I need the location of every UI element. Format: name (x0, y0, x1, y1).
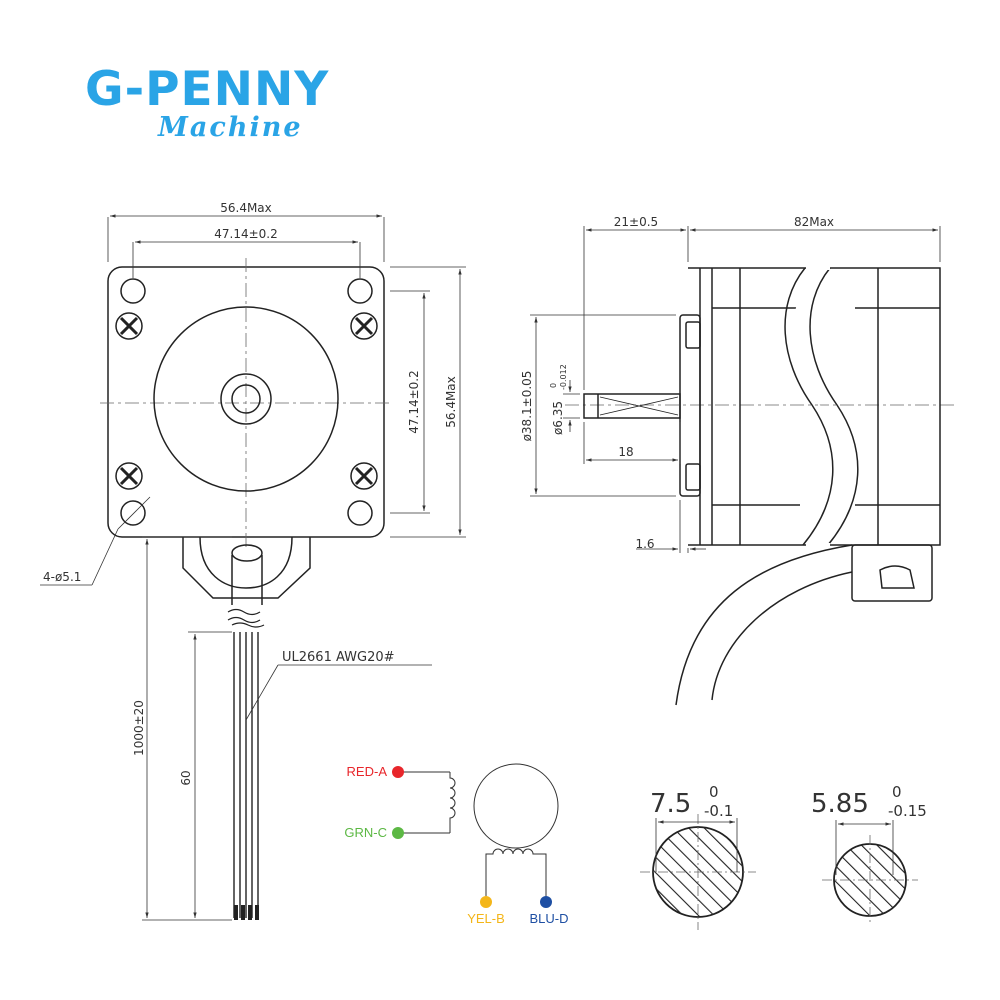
red-a-terminal (392, 766, 404, 778)
mount-hole (120, 500, 146, 526)
screw (350, 462, 378, 490)
wiring-diagram (400, 763, 559, 896)
grn-c-terminal (392, 827, 404, 839)
section-d-flat: 7.5 0 -0.1 (640, 783, 756, 930)
brand-subtitle: Machine (158, 112, 303, 143)
pilot-boss (153, 306, 339, 492)
front-view (100, 258, 392, 920)
dim-height-max: 56.4Max (444, 376, 458, 428)
mount-hole (347, 278, 373, 304)
dim-shaft-length: 18 (618, 445, 633, 459)
dim-pilot-diameter: ø38.1±0.05 (520, 371, 534, 442)
section-2-lower: -0.15 (888, 802, 927, 820)
section-2-upper: 0 (892, 783, 902, 801)
section-1-value: 7.5 (650, 789, 691, 819)
cable-box (851, 544, 933, 602)
svg-text:ø6.35: ø6.35 (551, 401, 565, 435)
dim-hole-spacing-v: 47.14±0.2 (407, 370, 421, 434)
section-1-lower: -0.1 (704, 802, 733, 820)
shaft (583, 393, 681, 419)
blu-d-terminal (540, 896, 552, 908)
screw (115, 312, 143, 340)
screw (350, 312, 378, 340)
dim-flange-thickness: 1.6 (635, 537, 654, 551)
label-red-a: RED-A (347, 764, 388, 779)
dim-cable-length: 1000±20 (132, 700, 146, 756)
section-round: 5.85 0 -0.15 (811, 783, 927, 925)
section-2-value: 5.85 (811, 789, 869, 819)
cable-spec: UL2661 AWG20# (282, 650, 395, 665)
section-1-upper: 0 (709, 783, 719, 801)
svg-text:-0.012: -0.012 (559, 364, 568, 390)
label-blu-d: BLU-D (529, 911, 568, 926)
yel-b-terminal (480, 896, 492, 908)
side-view (565, 266, 955, 706)
dim-strip-length: 60 (179, 770, 193, 785)
dim-length-max: 82Max (794, 215, 834, 229)
flange (679, 314, 701, 497)
label-yel-b: YEL-B (467, 911, 505, 926)
dim-shaft-diameter: ø6.35 0 -0.012 (549, 364, 568, 435)
mount-hole (347, 500, 373, 526)
brand-logo: G-PENNY (85, 62, 330, 117)
dim-width-max: 56.4Max (220, 201, 272, 215)
cable-outlet (182, 537, 311, 599)
dim-flange-length: 21±0.5 (614, 215, 658, 229)
mount-hole (120, 278, 146, 304)
label-grn-c: GRN-C (344, 825, 387, 840)
screw (115, 462, 143, 490)
svg-text:0: 0 (549, 383, 558, 388)
dim-hole-spacing: 47.14±0.2 (214, 227, 278, 241)
dim-holes: 4-ø5.1 (43, 570, 81, 584)
